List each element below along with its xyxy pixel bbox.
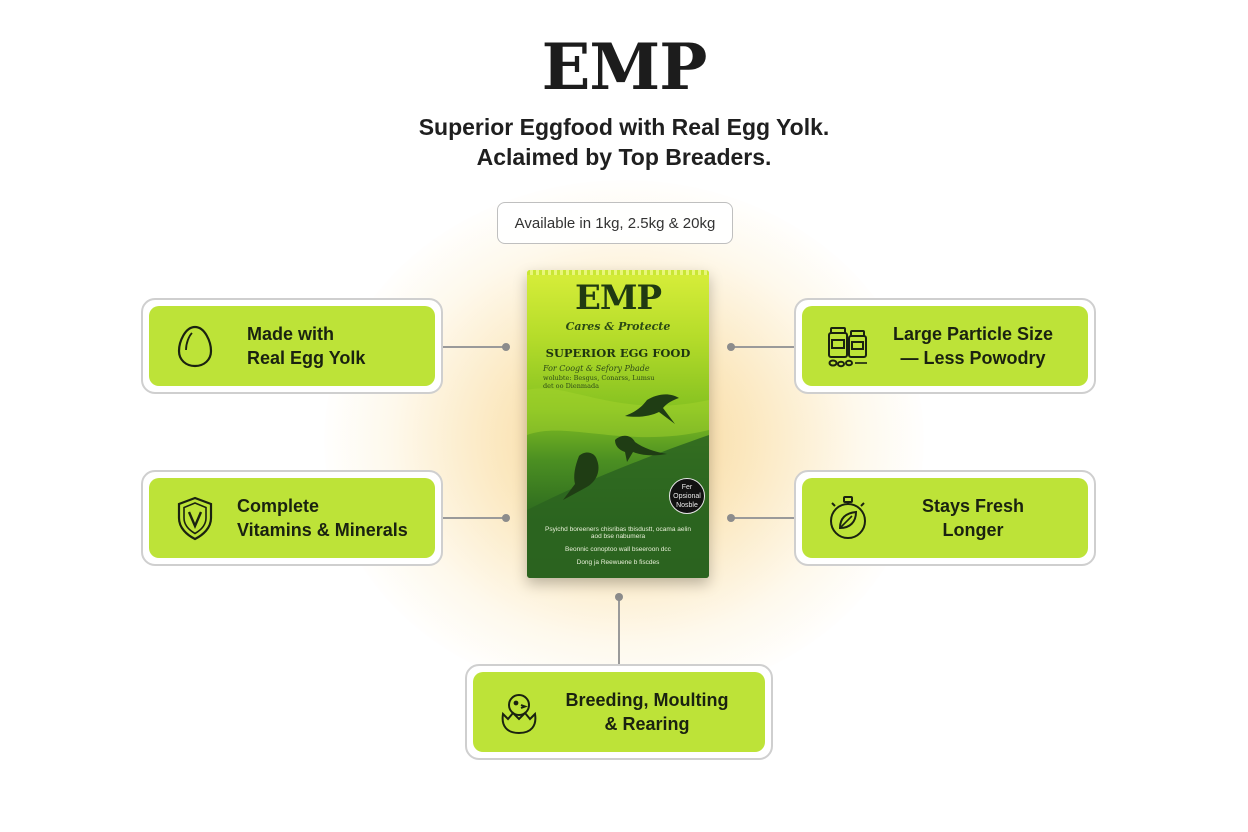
feature-card-fresh-inner: Stays Fresh Longer: [802, 478, 1088, 558]
bag-badge-line-2: Opsional: [673, 492, 701, 500]
bag-foot-text-4: Dong ja Reewuene b fiscdes: [576, 559, 660, 566]
bag-wave-pattern: [527, 388, 709, 578]
bag-subtitle: Cares & Protecte: [565, 320, 671, 333]
bag-foot-text-1: Psyichd boreeners chisribas tbisdustt, o…: [545, 526, 691, 533]
bag-logo: EMP: [574, 278, 662, 318]
feature-text-particle-size: Large Particle Size — Less Powodry: [872, 322, 1074, 370]
feature-vitamins-line-1: Complete: [237, 496, 320, 516]
connector-dot-egg-yolk: [502, 343, 510, 351]
feature-card-vitamins: Complete Vitamins & Minerals: [141, 470, 443, 566]
connector-dot-fresh: [727, 514, 735, 522]
bag-small-text-2b: det oo Dienmada: [543, 382, 599, 390]
connector-breeding: [618, 598, 620, 666]
brand-title: EMP: [541, 30, 708, 105]
stopwatch-leaf-icon: [824, 494, 872, 542]
feature-egg-yolk-line-2: Real Egg Yolk: [247, 348, 366, 368]
feature-particle-size-line-1: Large Particle Size: [892, 324, 1054, 344]
feature-vitamins-line-2: Vitamins & Minerals: [237, 520, 408, 540]
bag-badge: Fer Opsional Nosble: [669, 478, 705, 514]
product-bag: EMP Cares & Protecte SUPERIOR EGG FOOD F…: [527, 270, 709, 578]
feature-card-fresh: Stays Fresh Longer: [794, 470, 1096, 566]
shield-v-icon: [171, 494, 219, 542]
connector-particle-size: [734, 346, 796, 348]
feature-card-breeding: Breeding, Moulting & Rearing: [465, 664, 773, 760]
jars-icon: [824, 322, 872, 370]
bag-foot-text-3: Beonnic conoptoo wall bseeroon dcc: [565, 546, 671, 553]
hatching-chick-icon: [495, 688, 543, 736]
bag-birds-silhouette: [563, 394, 679, 500]
bag-small-text-2a: wolubte: Besgus, Conarss, Lumsu: [543, 374, 655, 382]
bag-badge-line-3: Nosble: [676, 501, 698, 509]
connector-dot-breeding: [615, 593, 623, 601]
connector-vitamins: [442, 517, 506, 519]
connector-egg-yolk: [442, 346, 506, 348]
feature-card-particle-size-inner: Large Particle Size — Less Powodry: [802, 306, 1088, 386]
feature-text-breeding: Breeding, Moulting & Rearing: [543, 688, 751, 736]
feature-card-egg-yolk-inner: Made with Real Egg Yolk: [149, 306, 435, 386]
feature-card-breeding-inner: Breeding, Moulting & Rearing: [473, 672, 765, 752]
bag-foot-text-2: aod bse nabumera: [590, 533, 646, 540]
tagline-line-2: Aclaimed by Top Breaders.: [476, 144, 772, 170]
feature-egg-yolk-line-1: Made with: [247, 324, 335, 344]
feature-text-vitamins: Complete Vitamins & Minerals: [219, 494, 421, 542]
feature-card-vitamins-inner: Complete Vitamins & Minerals: [149, 478, 435, 558]
available-sizes-text: Available in 1kg, 2.5kg & 20kg: [514, 214, 716, 232]
connector-dot-vitamins: [502, 514, 510, 522]
feature-fresh-line-2: Longer: [942, 520, 1004, 540]
feature-breeding-line-2: & Rearing: [604, 714, 690, 734]
feature-breeding-line-1: Breeding, Moulting: [565, 690, 729, 710]
bag-small-text-1: For Coogt & Sefory Pbade: [543, 364, 650, 373]
connector-dot-particle-size: [727, 343, 735, 351]
bag-small-text-2: wolubte: Besgus, Conarss, Lumsu det oo D…: [543, 374, 693, 390]
tagline-line-1: Superior Eggfood with Real Egg Yolk.: [418, 114, 830, 140]
feature-fresh-line-1: Stays Fresh: [921, 496, 1025, 516]
egg-icon: [171, 322, 219, 370]
feature-particle-size-line-2: — Less Powodry: [900, 348, 1046, 368]
bag-badge-line-1: Fer: [681, 483, 693, 491]
feature-text-egg-yolk: Made with Real Egg Yolk: [219, 322, 421, 370]
connector-fresh: [734, 517, 796, 519]
feature-card-egg-yolk: Made with Real Egg Yolk: [141, 298, 443, 394]
available-sizes-badge: Available in 1kg, 2.5kg & 20kg: [497, 202, 733, 244]
bag-title: SUPERIOR EGG FOOD: [545, 346, 691, 360]
feature-text-fresh: Stays Fresh Longer: [872, 494, 1074, 542]
feature-card-particle-size: Large Particle Size — Less Powodry: [794, 298, 1096, 394]
